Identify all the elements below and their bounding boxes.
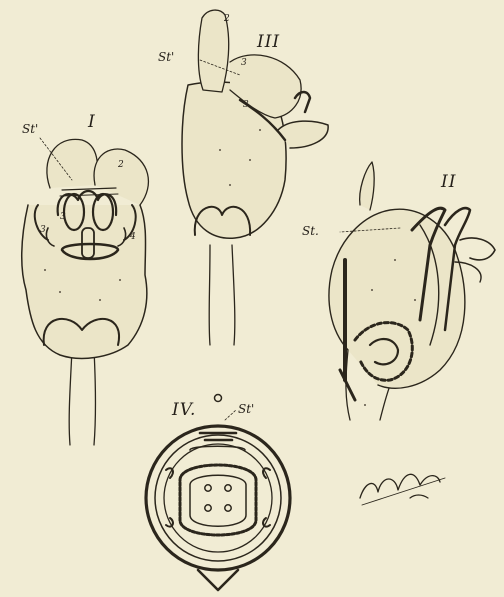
figure-ii-label: II bbox=[441, 172, 456, 192]
figure-i-part-label: 2 bbox=[118, 160, 124, 170]
figure-iii-part-label: 3 bbox=[243, 100, 249, 110]
figure-iii-stalk-label: St' bbox=[158, 50, 174, 64]
figure-i-part-label: 3 bbox=[60, 212, 66, 222]
figure-ii-stalk-label: St. bbox=[302, 224, 319, 238]
figure-i-part-label: 4 bbox=[130, 232, 136, 242]
figure-i-drawing bbox=[22, 138, 149, 445]
figure-i-label: I bbox=[88, 112, 96, 132]
figure-i-part-label: 3 bbox=[40, 225, 46, 235]
figure-iv-stalk-label: St' bbox=[238, 402, 254, 416]
figure-iv-label: IV. bbox=[172, 400, 196, 420]
signature-mark bbox=[360, 474, 445, 505]
figure-i-stalk-label: St' bbox=[22, 122, 38, 136]
figure-iii-part-label: 3 bbox=[241, 58, 247, 68]
figure-iii-label: III bbox=[257, 32, 280, 52]
figure-iii-part-label: 2 bbox=[224, 14, 230, 24]
figure-iii-drawing bbox=[182, 10, 328, 345]
figure-iv-drawing bbox=[146, 395, 290, 591]
figure-ii-drawing bbox=[329, 162, 495, 420]
